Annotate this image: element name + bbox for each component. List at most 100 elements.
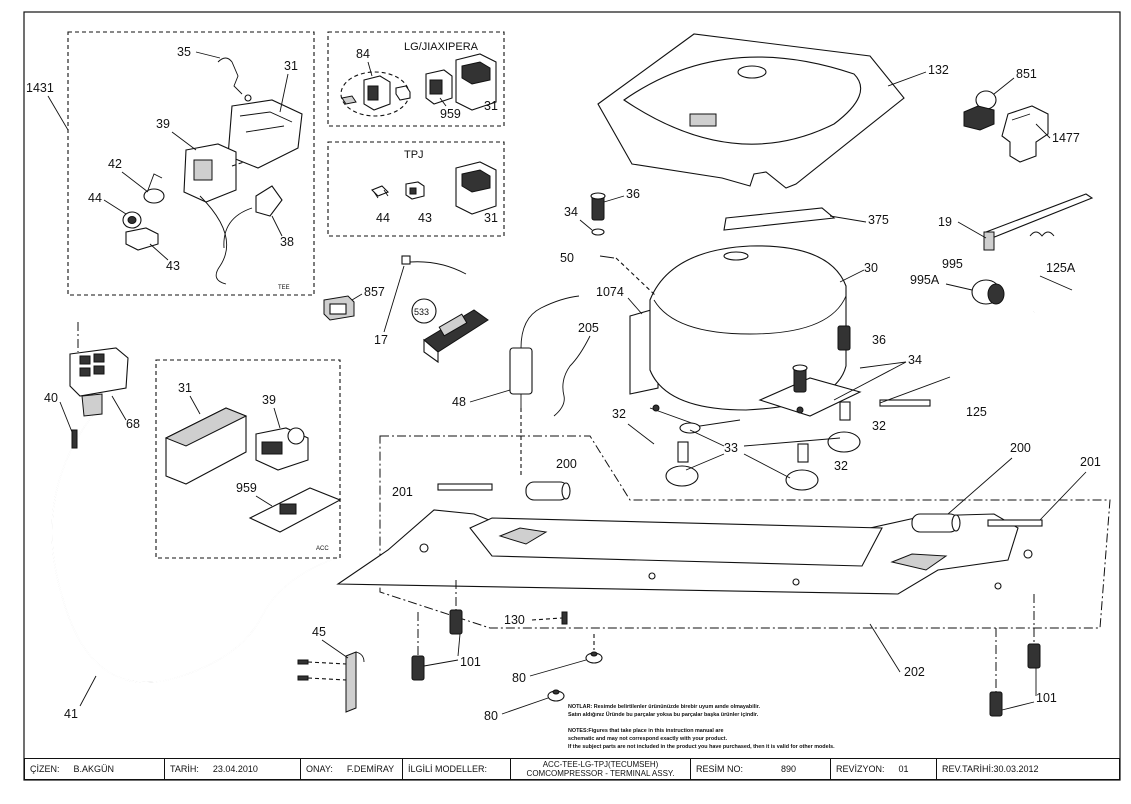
callout-959-acc: 959 — [236, 481, 257, 495]
callout-995A: 995A — [910, 273, 940, 287]
part-125-rod — [879, 376, 951, 407]
part-201-pin-left — [437, 483, 493, 491]
resim-cell: RESİM NO: 890 — [691, 759, 831, 779]
lg-jiaxipera-group-box — [327, 31, 505, 127]
part-35-wire-clip — [217, 57, 252, 102]
resim-value: 890 — [781, 764, 797, 774]
cizen-cell: ÇİZEN: B.AKGÜN — [25, 759, 165, 779]
modeller-line-1: ACC-TEE-LG-TPJ(TECUMSEH) — [542, 760, 659, 769]
callout-34-top: 34 — [564, 205, 578, 219]
acc-group-box — [155, 359, 341, 559]
revizyon-cell: REVİZYON: 01 — [831, 759, 937, 779]
onay-label: ONAY: — [306, 764, 333, 774]
revtarih-label: REV.TARİHİ: — [942, 764, 994, 774]
revizyon-label: REVİZYON: — [836, 764, 885, 774]
tee-box-label: TEE — [278, 285, 290, 291]
callout-125: 125 — [966, 405, 987, 419]
part-200-roller-right — [911, 513, 961, 533]
note-line-4: schematic and may not correspond exactly… — [568, 736, 728, 742]
callout-44-tpj: 44 — [376, 211, 390, 225]
part-50-screw — [599, 255, 657, 297]
callout-32-mid: 32 — [834, 459, 848, 473]
callout-1477: 1477 — [1052, 131, 1080, 145]
part-40-screw — [71, 429, 78, 449]
part-375-sheet — [723, 207, 836, 231]
callout-80-top: 80 — [512, 671, 526, 685]
callout-32-right: 32 — [872, 419, 886, 433]
callout-1074: 1074 — [596, 285, 624, 299]
part-43-tpj — [405, 181, 425, 200]
badge-533 — [411, 298, 437, 324]
callout-17: 17 — [374, 333, 388, 347]
callout-42: 42 — [108, 157, 122, 171]
part-31-cover-tpj — [455, 161, 497, 215]
part-48-capacitor — [509, 295, 580, 478]
part-959-board-acc — [248, 487, 342, 533]
callout-533: 533 — [414, 307, 429, 317]
note-line-2: Satın aldığınız Üründe bu parçalar yoksa… — [568, 711, 759, 718]
callout-68: 68 — [126, 417, 140, 431]
part-130-screw — [531, 611, 568, 625]
callout-39-tee: 39 — [156, 117, 170, 131]
callout-132: 132 — [928, 63, 949, 77]
callout-43-tpj: 43 — [418, 211, 432, 225]
part-19-clip — [983, 193, 1094, 251]
part-39-relay-acc — [255, 427, 309, 471]
part-201-pin-right — [987, 519, 1043, 527]
drawing-frame — [23, 11, 1121, 781]
acc-box-label: ACC — [316, 546, 329, 552]
callout-41: 41 — [64, 707, 78, 721]
modeller-value-cell: ACC-TEE-LG-TPJ(TECUMSEH) COMCOMPRESSOR -… — [511, 759, 691, 779]
part-36-grommet — [590, 192, 606, 236]
note-line-1: NOTLAR: Resimde belirtilenler ürününüzde… — [568, 704, 761, 710]
callout-35: 35 — [177, 45, 191, 59]
callout-857: 857 — [364, 285, 385, 299]
callout-34-right: 34 — [908, 353, 922, 367]
part-533-module — [423, 309, 489, 364]
revtarih-cell: REV.TARİHİ: 30.03.2012 — [937, 759, 1119, 779]
part-31-terminal-cover — [227, 99, 303, 169]
tpj-group-box — [327, 141, 505, 237]
modeller-line-2: COMCOMPRESSOR - TERMINAL ASSY. — [526, 769, 675, 778]
part-42-clip — [143, 173, 165, 204]
callout-130: 130 — [504, 613, 525, 627]
part-101-screw-right — [989, 594, 1041, 717]
tarih-cell: TARİH: 23.04.2010 — [165, 759, 301, 779]
callout-50: 50 — [560, 251, 574, 265]
cizen-value: B.AKGÜN — [73, 764, 115, 774]
callout-31-lg: 31 — [484, 99, 498, 113]
part-39-relay — [183, 143, 245, 203]
part-857-cap — [323, 295, 355, 321]
part-36-grommet-right — [792, 325, 851, 393]
part-205-wire — [553, 335, 591, 417]
part-41-power-cable — [51, 415, 343, 684]
callout-36-right: 36 — [872, 333, 886, 347]
callout-48: 48 — [452, 395, 466, 409]
part-80-feet — [547, 634, 603, 702]
tpj-box-title: TPJ — [404, 149, 424, 161]
lg-box-title: LG/JIAXIPERA — [404, 41, 479, 53]
part-17-connector-wire — [401, 255, 467, 275]
note-line-5: If the subject parts are not included in… — [568, 744, 835, 750]
callout-101-right: 101 — [1036, 691, 1057, 705]
callout-202: 202 — [904, 665, 925, 679]
part-32-33-feet — [665, 401, 861, 491]
revizyon-value: 01 — [898, 764, 909, 774]
callout-84: 84 — [356, 47, 370, 61]
part-30-compressor — [629, 245, 862, 427]
callout-200-left: 200 — [556, 457, 577, 471]
onay-cell: ONAY: F.DEMİRAY — [301, 759, 403, 779]
callout-200-right: 200 — [1010, 441, 1031, 455]
callout-31-acc: 31 — [178, 381, 192, 395]
modeller-label: İLGİLİ MODELLER: — [408, 764, 488, 774]
part-84-ptc-starter — [340, 71, 411, 117]
part-45-bracket — [297, 651, 365, 713]
part-202-base-plate — [336, 509, 1033, 595]
callout-851: 851 — [1016, 67, 1037, 81]
tee-group-box — [67, 31, 315, 296]
part-959-relay-lg — [425, 69, 453, 105]
callout-201-right: 201 — [1080, 455, 1101, 469]
callout-30: 30 — [864, 261, 878, 275]
callout-19: 19 — [938, 215, 952, 229]
